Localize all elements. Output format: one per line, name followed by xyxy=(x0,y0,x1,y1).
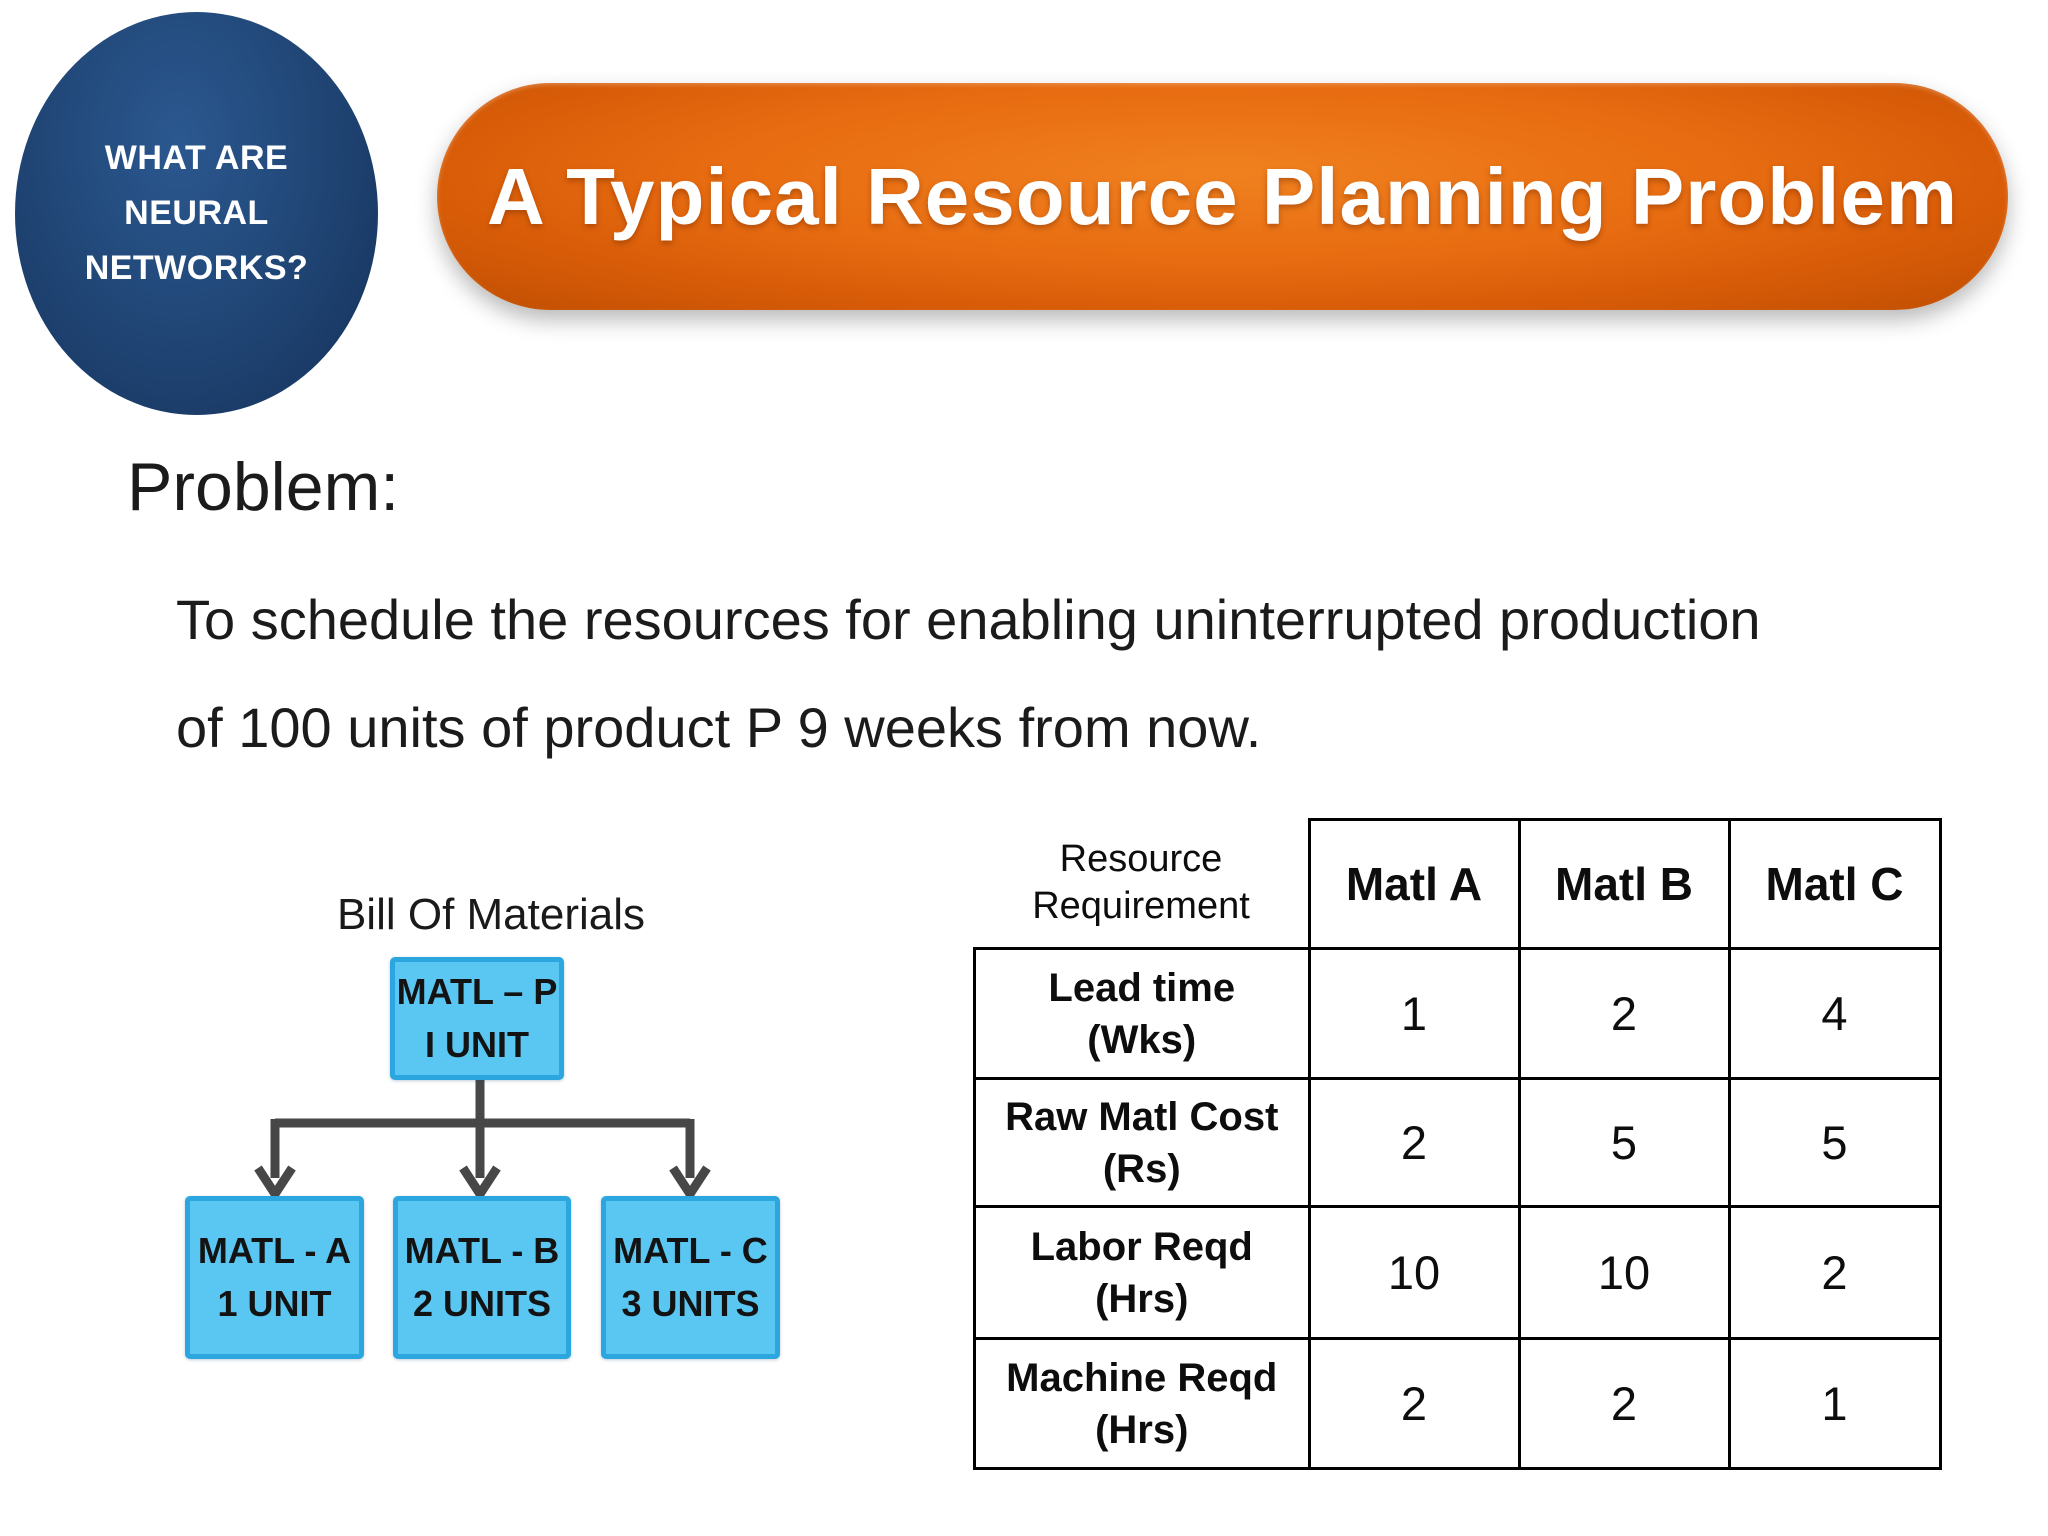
bom-root-node: MATL – P I UNIT xyxy=(390,957,564,1080)
problem-heading: Problem: xyxy=(127,449,400,525)
problem-line-1: To schedule the resources for enabling u… xyxy=(176,588,1761,651)
row-label-labor-reqd: Labor Reqd (Hrs) xyxy=(973,1205,1311,1340)
bom-child-b-label: MATL - B 2 UNITS xyxy=(404,1230,560,1324)
row-label-raw-matl-cost: Raw Matl Cost (Rs) xyxy=(973,1077,1311,1208)
row-label-machine-reqd: Machine Reqd (Hrs) xyxy=(973,1337,1311,1470)
cell-lead-time-a: 1 xyxy=(1307,947,1521,1080)
bom-child-node-b: MATL - B 2 UNITS xyxy=(393,1196,571,1359)
problem-line-2: of 100 units of product P 9 weeks from n… xyxy=(176,696,1262,760)
cell-labor-a: 10 xyxy=(1307,1205,1521,1340)
slide-title: A Typical Resource Planning Problem xyxy=(487,151,1958,241)
cell-labor-b: 10 xyxy=(1517,1205,1731,1340)
problem-body: To schedule the resources for enabling u… xyxy=(176,566,2006,782)
cell-raw-cost-a: 2 xyxy=(1307,1077,1521,1208)
circle-badge: WHAT ARE NEURAL NETWORKS? xyxy=(15,12,378,415)
resource-table: Resource Requirement Matl A Matl B Matl … xyxy=(973,818,1942,1470)
cell-raw-cost-c: 5 xyxy=(1727,1077,1942,1208)
table-corner-header: Resource Requirement xyxy=(974,819,1311,950)
badge-text: WHAT ARE NEURAL NETWORKS? xyxy=(84,138,309,288)
title-banner: A Typical Resource Planning Problem xyxy=(437,83,2008,310)
cell-machine-c: 1 xyxy=(1727,1337,1942,1470)
cell-lead-time-c: 4 xyxy=(1727,947,1942,1080)
cell-labor-c: 2 xyxy=(1727,1205,1942,1340)
table-row-machine-reqd: Machine Reqd (Hrs) 2 2 1 xyxy=(973,1337,1942,1470)
bom-child-c-label: MATL - C 3 UNITS xyxy=(613,1230,768,1324)
column-header-matl-c: Matl C xyxy=(1727,818,1942,950)
bom-child-node-a: MATL - A 1 UNIT xyxy=(185,1196,364,1359)
cell-machine-a: 2 xyxy=(1307,1337,1521,1470)
row-label-lead-time: Lead time (Wks) xyxy=(973,947,1311,1080)
cell-lead-time-b: 2 xyxy=(1517,947,1731,1080)
bom-child-node-c: MATL - C 3 UNITS xyxy=(601,1196,780,1359)
column-header-matl-b: Matl B xyxy=(1517,818,1731,950)
table-row-raw-matl-cost: Raw Matl Cost (Rs) 2 5 5 xyxy=(973,1077,1942,1208)
cell-raw-cost-b: 5 xyxy=(1517,1077,1731,1208)
bom-root-label: MATL – P I UNIT xyxy=(396,971,558,1065)
table-row-lead-time: Lead time (Wks) 1 2 4 xyxy=(973,947,1942,1080)
table-row-labor-reqd: Labor Reqd (Hrs) 10 10 2 xyxy=(973,1205,1942,1340)
bom-child-a-label: MATL - A 1 UNIT xyxy=(197,1230,352,1324)
bom-connector-arrows xyxy=(254,1080,711,1203)
column-header-matl-a: Matl A xyxy=(1307,818,1521,950)
cell-machine-b: 2 xyxy=(1517,1337,1731,1470)
table-header-row: Resource Requirement Matl A Matl B Matl … xyxy=(974,818,1942,950)
bom-title: Bill Of Materials xyxy=(336,890,646,939)
